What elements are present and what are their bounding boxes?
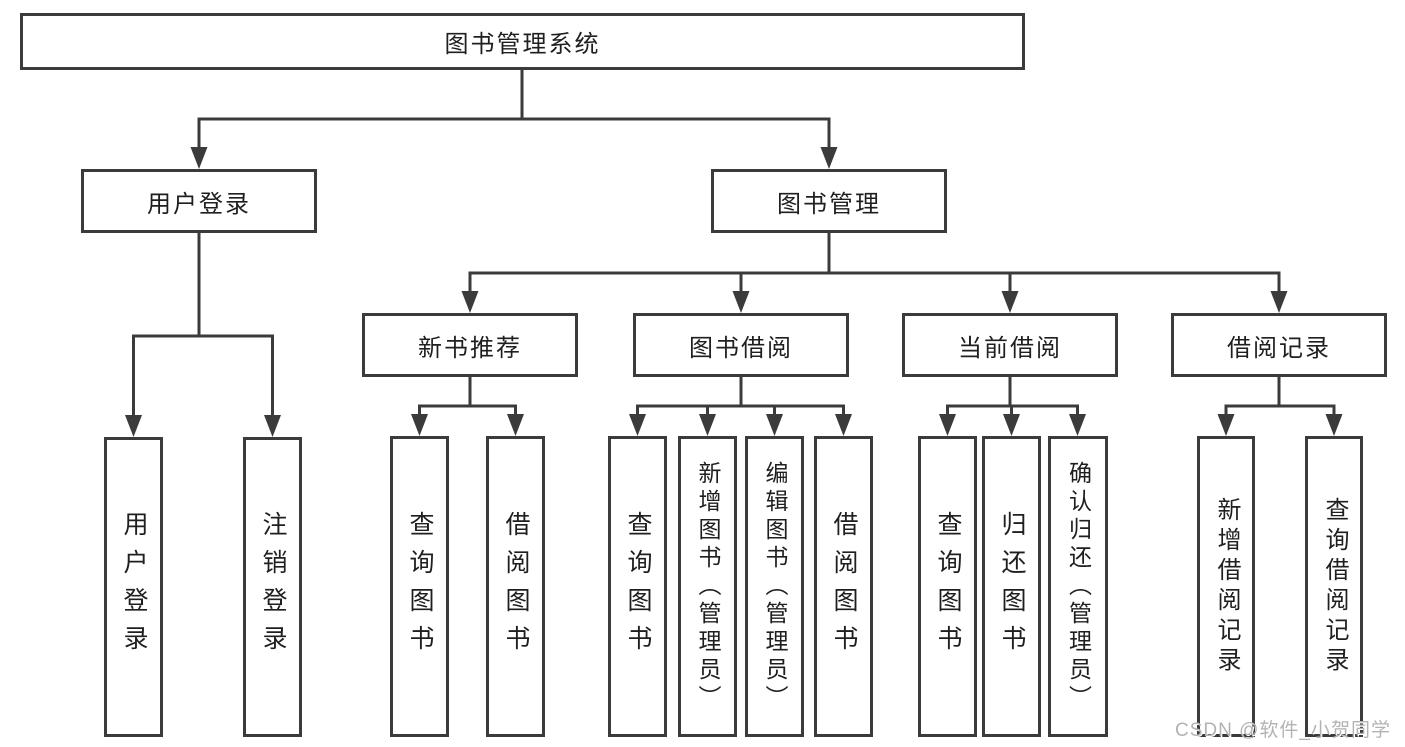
leaf-user-login: 用户登录: [104, 437, 163, 737]
leaf-edit-books-admin: 编辑图书（管理员）: [745, 436, 804, 737]
leaf-return-books: 归还图书: [982, 436, 1041, 737]
node-book-management: 图书管理: [711, 169, 947, 233]
node-borrow-records: 借阅记录: [1171, 313, 1387, 377]
leaf-query-borrow-record: 查询借阅记录: [1305, 436, 1363, 737]
leaf-query-books: 查询图书: [608, 436, 667, 737]
leaf-logout: 注销登录: [243, 437, 302, 737]
node-user-login: 用户登录: [81, 169, 317, 233]
node-current-borrow: 当前借阅: [902, 313, 1118, 377]
node-new-book-recommend: 新书推荐: [362, 313, 578, 377]
leaf-query-books: 查询图书: [918, 436, 977, 737]
leaf-borrow-books: 借阅图书: [814, 436, 873, 737]
leaf-confirm-return-admin: 确认归还（管理员）: [1048, 436, 1108, 737]
leaf-query-books: 查询图书: [390, 436, 449, 737]
leaf-add-books-admin: 新增图书（管理员）: [678, 436, 737, 737]
node-library-management-system: 图书管理系统: [20, 13, 1025, 70]
leaf-add-borrow-record: 新增借阅记录: [1197, 436, 1255, 737]
csdn-watermark: CSDN @软件_小贺同学: [1175, 720, 1391, 741]
leaf-borrow-books: 借阅图书: [486, 436, 545, 737]
node-book-borrow: 图书借阅: [633, 313, 849, 377]
